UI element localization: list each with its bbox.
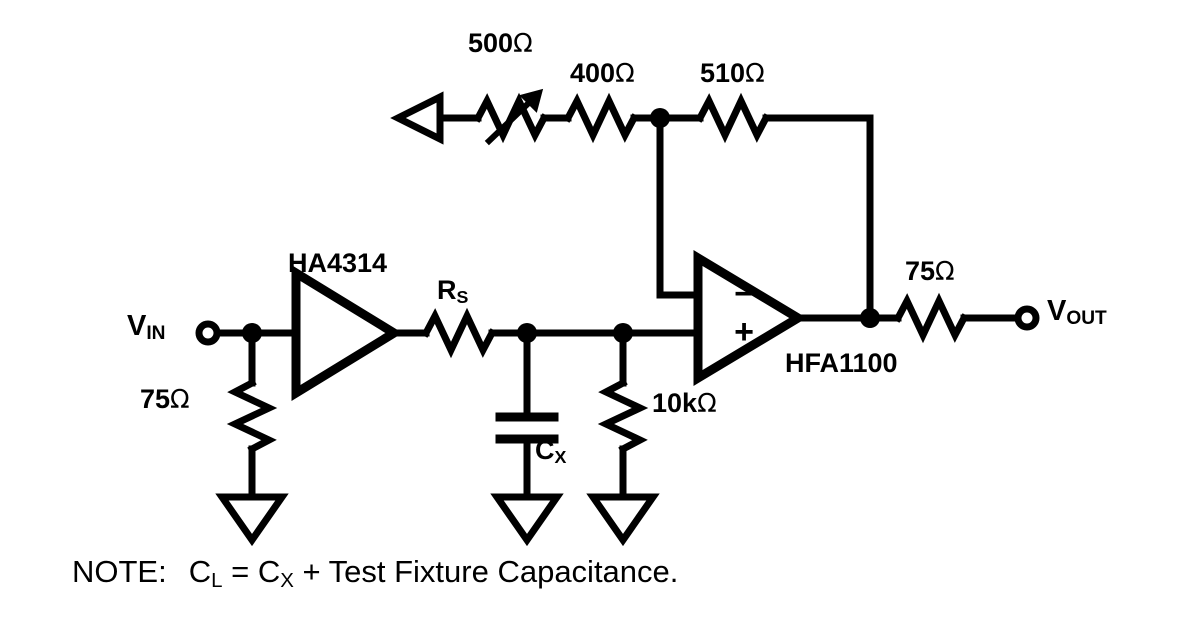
resistor-rs-symbol [421, 307, 497, 359]
resistor-510-symbol [695, 92, 771, 144]
note-text: NOTE:CL = CX + Test Fixture Capacitance. [72, 554, 679, 592]
op-amp-hfa1100-symbol [693, 250, 807, 386]
resistor-400-symbol [563, 92, 639, 144]
label-resistor-75-input: 75Ω [140, 384, 190, 415]
label-resistor-400: 400Ω [570, 58, 635, 89]
resistor-10k-symbol [597, 378, 649, 454]
ground-symbol-r10k [586, 493, 660, 547]
label-opamp-hfa1100: HFA1100 [785, 348, 898, 378]
ground-symbol-cx [490, 493, 564, 547]
potentiometer-arrow-head [519, 88, 544, 113]
label-resistor-rs: RS [437, 275, 469, 307]
op-amp-inverting-sign: − [734, 275, 754, 313]
output-terminal-circle [1014, 305, 1040, 331]
label-resistor-10k: 10kΩ [652, 388, 717, 419]
label-resistor-75-output: 75Ω [905, 256, 955, 287]
label-resistor-510: 510Ω [700, 58, 765, 89]
label-potentiometer-500: 500Ω [468, 28, 533, 59]
wire-feedback-to-output [762, 114, 874, 321]
label-buffer-ha4314: HA4314 [288, 248, 388, 278]
label-input-terminal: VIN [127, 310, 166, 345]
op-amp-noninverting-sign: + [734, 313, 754, 351]
resistor-75-output-symbol [893, 292, 969, 344]
label-output-terminal: VOUT [1047, 295, 1107, 330]
reference-arrow-icon [390, 91, 444, 145]
label-capacitor-cx: CX [535, 435, 567, 467]
ground-symbol-input [215, 493, 289, 547]
resistor-75-input-symbol [226, 378, 278, 454]
buffer-amplifier-ha4314-symbol [291, 264, 403, 402]
wire-node-to-inverting-input [656, 114, 702, 299]
